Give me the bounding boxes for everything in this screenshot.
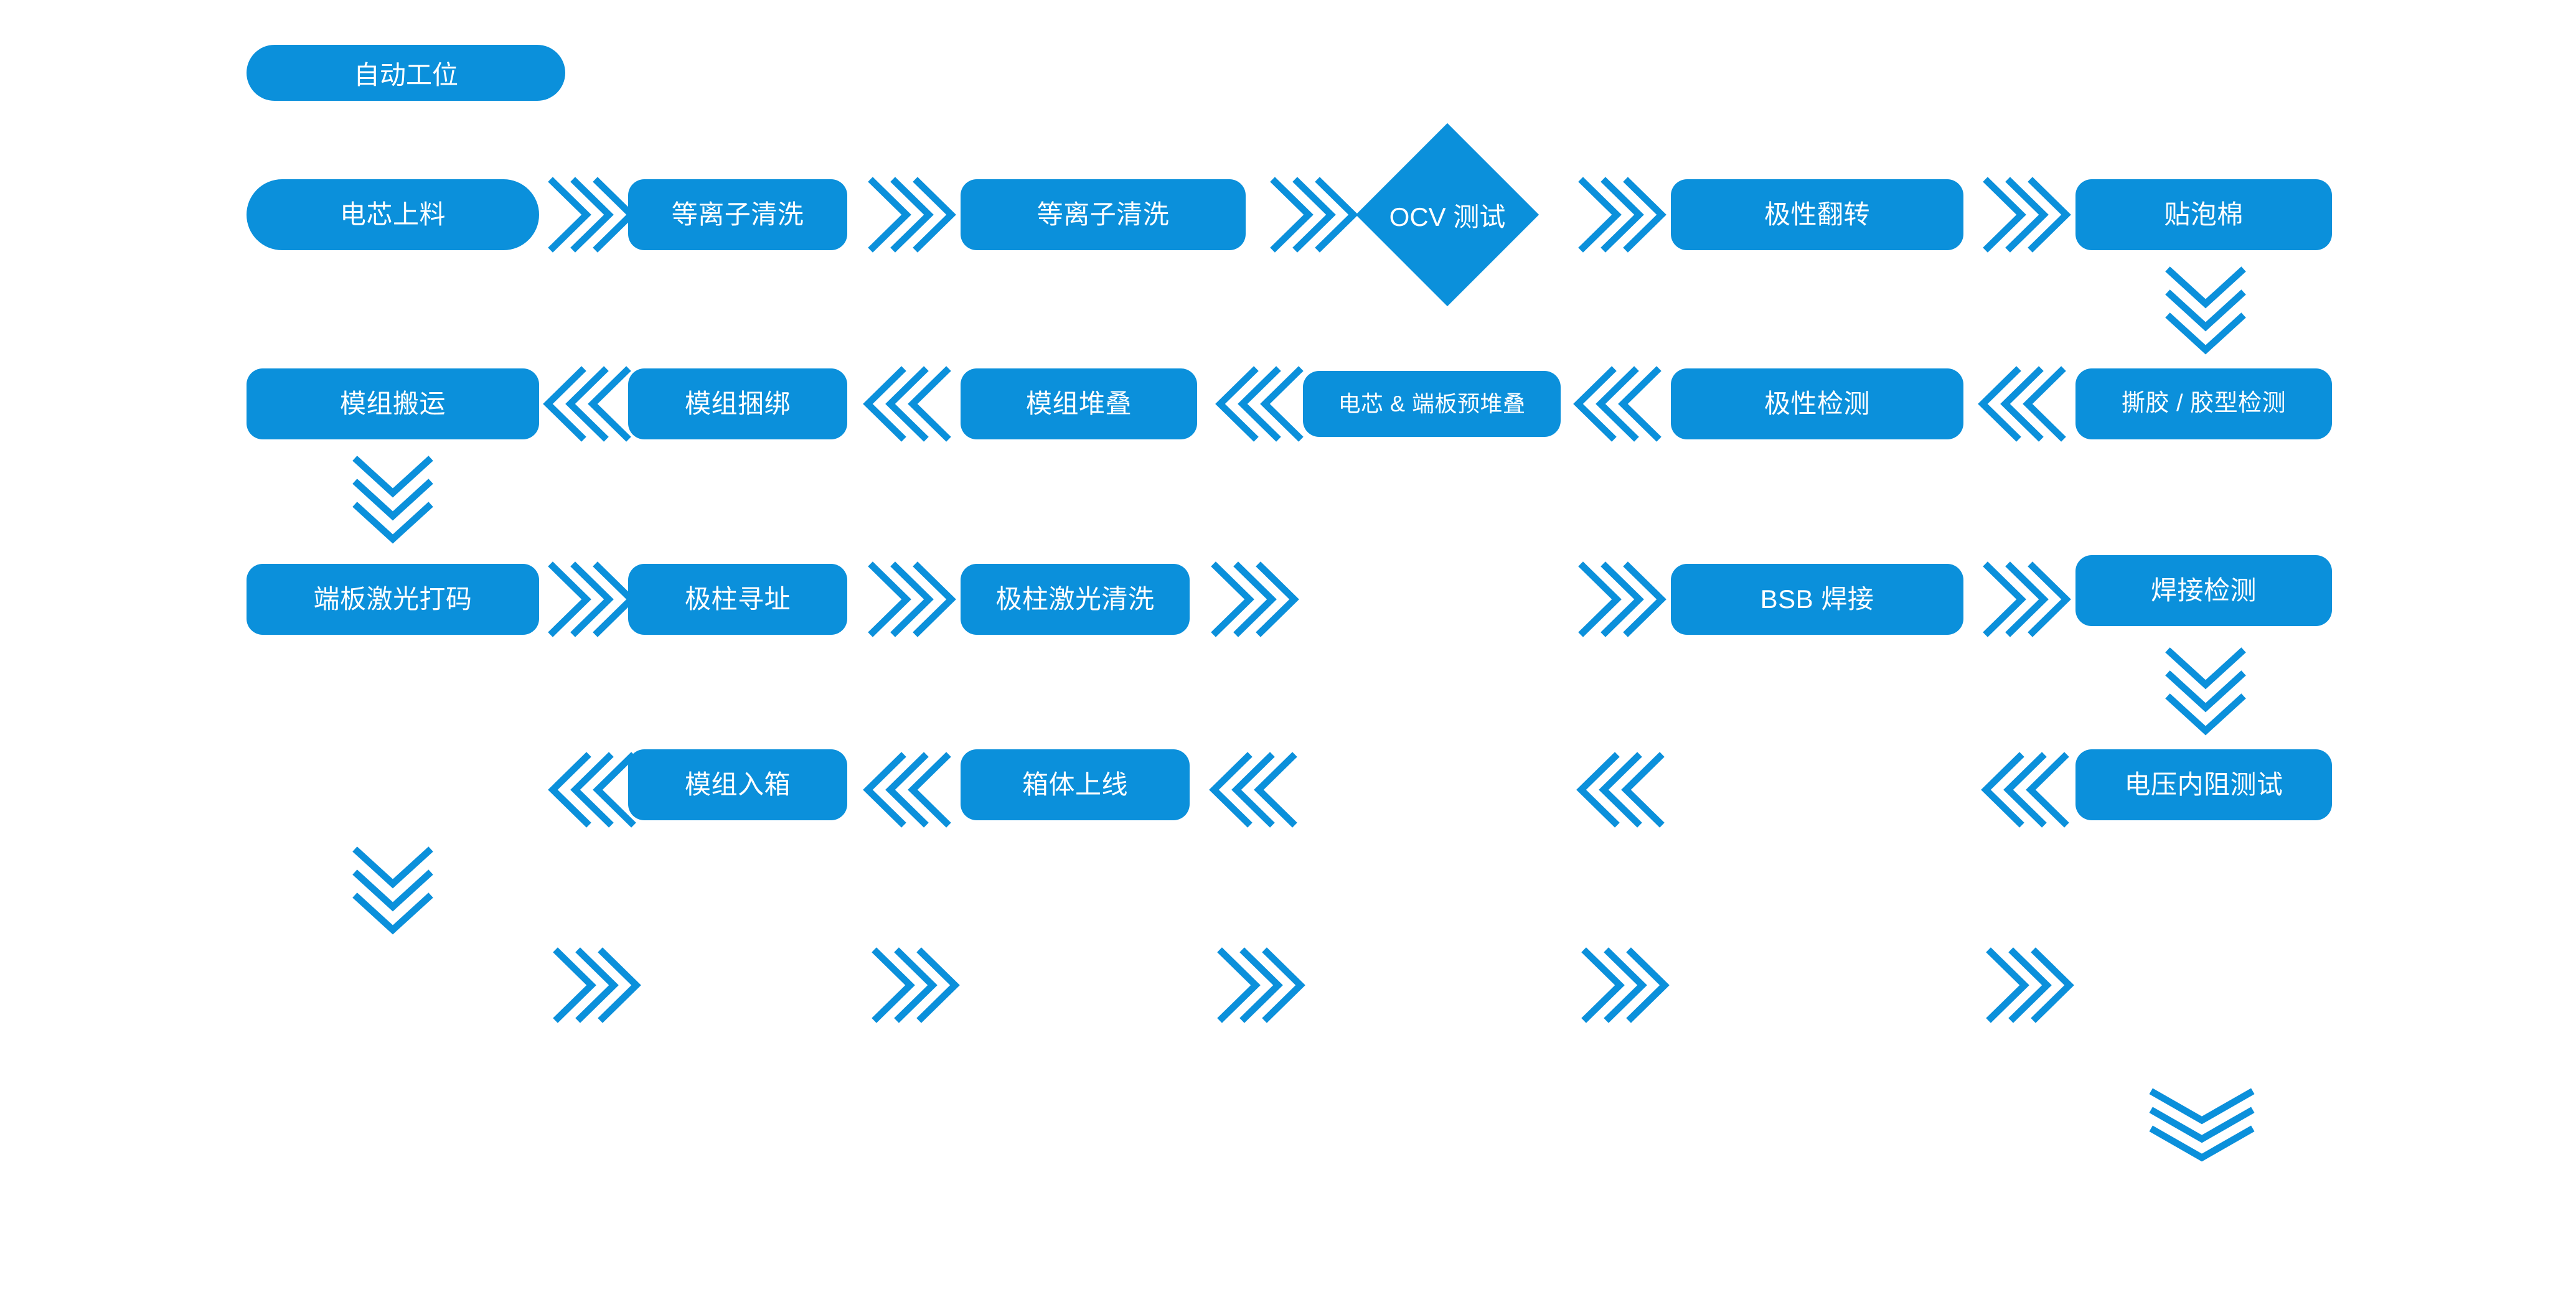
- connector-down-col6-r1-r2: [2165, 266, 2246, 355]
- node-label: 极性检测: [1764, 388, 1870, 418]
- connector-left-r2c2: [863, 366, 951, 442]
- node-row3-cell-bsb-welding[interactable]: BSB 焊接: [1671, 564, 1963, 635]
- node-row2-cell-module-stacking[interactable]: 模组堆叠: [961, 368, 1197, 439]
- node-row3-cell-weld-inspection[interactable]: 焊接检测: [2075, 555, 2332, 626]
- connector-left-r2c4: [1573, 366, 1662, 442]
- node-label: 焊接检测: [2150, 575, 2257, 605]
- connector-right-r1c3: [1270, 177, 1358, 253]
- node-row1-cell-ocv-test[interactable]: OCV 测试: [1355, 112, 1539, 317]
- connector-left-r2c5: [1978, 366, 2066, 442]
- node-label: OCV 测试: [1389, 202, 1506, 232]
- node-row1-cell-plasma-clean-2[interactable]: 等离子清洗: [961, 179, 1246, 250]
- connector-right-r1c1: [548, 177, 636, 253]
- node-label: 模组捆绑: [684, 388, 791, 418]
- node-label: 极柱激光清洗: [995, 584, 1155, 614]
- node-row4-cell-box-online[interactable]: 箱体上线: [961, 749, 1190, 820]
- node-label: 电芯 & 端板预堆叠: [1338, 391, 1526, 417]
- node-label: 电压内阻测试: [2124, 769, 2283, 799]
- node-label: 模组入箱: [684, 769, 791, 799]
- node-row3-cell-endplate-laser-marking[interactable]: 端板激光打码: [247, 564, 539, 635]
- connector-right-r1c2: [868, 177, 956, 253]
- node-row1-cell-foam-attach[interactable]: 贴泡棉: [2075, 179, 2332, 250]
- connector-down-col6-r3-r4: [2165, 647, 2246, 736]
- node-row2-cell-module-transfer[interactable]: 模组搬运: [247, 368, 539, 439]
- connector-right-r5c2: [872, 947, 960, 1023]
- connector-right-r3c2: [868, 561, 956, 637]
- node-label: 极柱寻址: [684, 584, 791, 614]
- node-row2-cell-module-strapping[interactable]: 模组捆绑: [628, 368, 847, 439]
- node-row2-cell-cell-endplate-prestack[interactable]: 电芯 & 端板预堆叠: [1303, 371, 1561, 437]
- connector-right-r5c5: [1986, 947, 2074, 1023]
- node-row1-cell-polarity-flip[interactable]: 极性翻转: [1671, 179, 1963, 250]
- connector-left-r4c5: [1981, 752, 2069, 828]
- connector-left-r2c3: [1215, 366, 1304, 442]
- connector-left-r4c3: [1209, 752, 1297, 828]
- node-label: 模组搬运: [339, 388, 446, 418]
- node-row3-cell-pole-addressing[interactable]: 极柱寻址: [628, 564, 847, 635]
- node-row2-cell-polarity-inspection[interactable]: 极性检测: [1671, 368, 1963, 439]
- connector-left-r2c1: [543, 366, 631, 442]
- connector-left-r4c4: [1576, 752, 1665, 828]
- node-label: 贴泡棉: [2164, 199, 2244, 229]
- node-row4-cell-module-boxing[interactable]: 模组入箱: [628, 749, 847, 820]
- connector-down-col1-r2-r3: [352, 456, 433, 544]
- node-label: 极性翻转: [1764, 199, 1870, 229]
- connector-right-r3c1: [548, 561, 636, 637]
- node-label: 等离子清洗: [1037, 199, 1170, 229]
- connector-left-r4c2: [863, 752, 951, 828]
- connector-right-r5c3: [1217, 947, 1305, 1023]
- node-label: 端板激光打码: [313, 584, 472, 614]
- connector-right-r3c5: [1983, 561, 2071, 637]
- node-row1-cell-plasma-clean-1[interactable]: 等离子清洗: [628, 179, 847, 250]
- connector-down-col6-exit: [2149, 1088, 2255, 1162]
- connector-right-r5c4: [1581, 947, 1670, 1023]
- node-row3-cell-pole-laser-clean[interactable]: 极柱激光清洗: [961, 564, 1190, 635]
- connector-left-r4c1: [548, 752, 636, 828]
- node-label: 模组堆叠: [1025, 388, 1132, 418]
- node-label: 等离子清洗: [671, 199, 804, 229]
- legend-label: 自动工位: [353, 60, 458, 90]
- node-label: 箱体上线: [1022, 769, 1128, 799]
- node-row4-cell-voltage-resistance-test[interactable]: 电压内阻测试: [2075, 749, 2332, 820]
- connector-right-r1c4: [1578, 177, 1666, 253]
- connector-right-r3c4: [1578, 561, 1666, 637]
- connector-right-r5c1: [553, 947, 641, 1023]
- legend-pill-auto-station: 自动工位: [247, 45, 565, 101]
- node-label: 撕胶 / 胶型检测: [2121, 390, 2287, 417]
- connector-right-r3c3: [1211, 561, 1299, 637]
- node-row2-cell-tape-removal-glue-inspection[interactable]: 撕胶 / 胶型检测: [2075, 368, 2332, 439]
- connector-down-col1-r3-r5: [352, 846, 433, 935]
- connector-right-r1c5: [1983, 177, 2071, 253]
- node-label: BSB 焊接: [1760, 584, 1874, 614]
- node-label: 电芯上料: [339, 199, 446, 229]
- node-row1-cell-electrode-loading[interactable]: 电芯上料: [247, 179, 539, 250]
